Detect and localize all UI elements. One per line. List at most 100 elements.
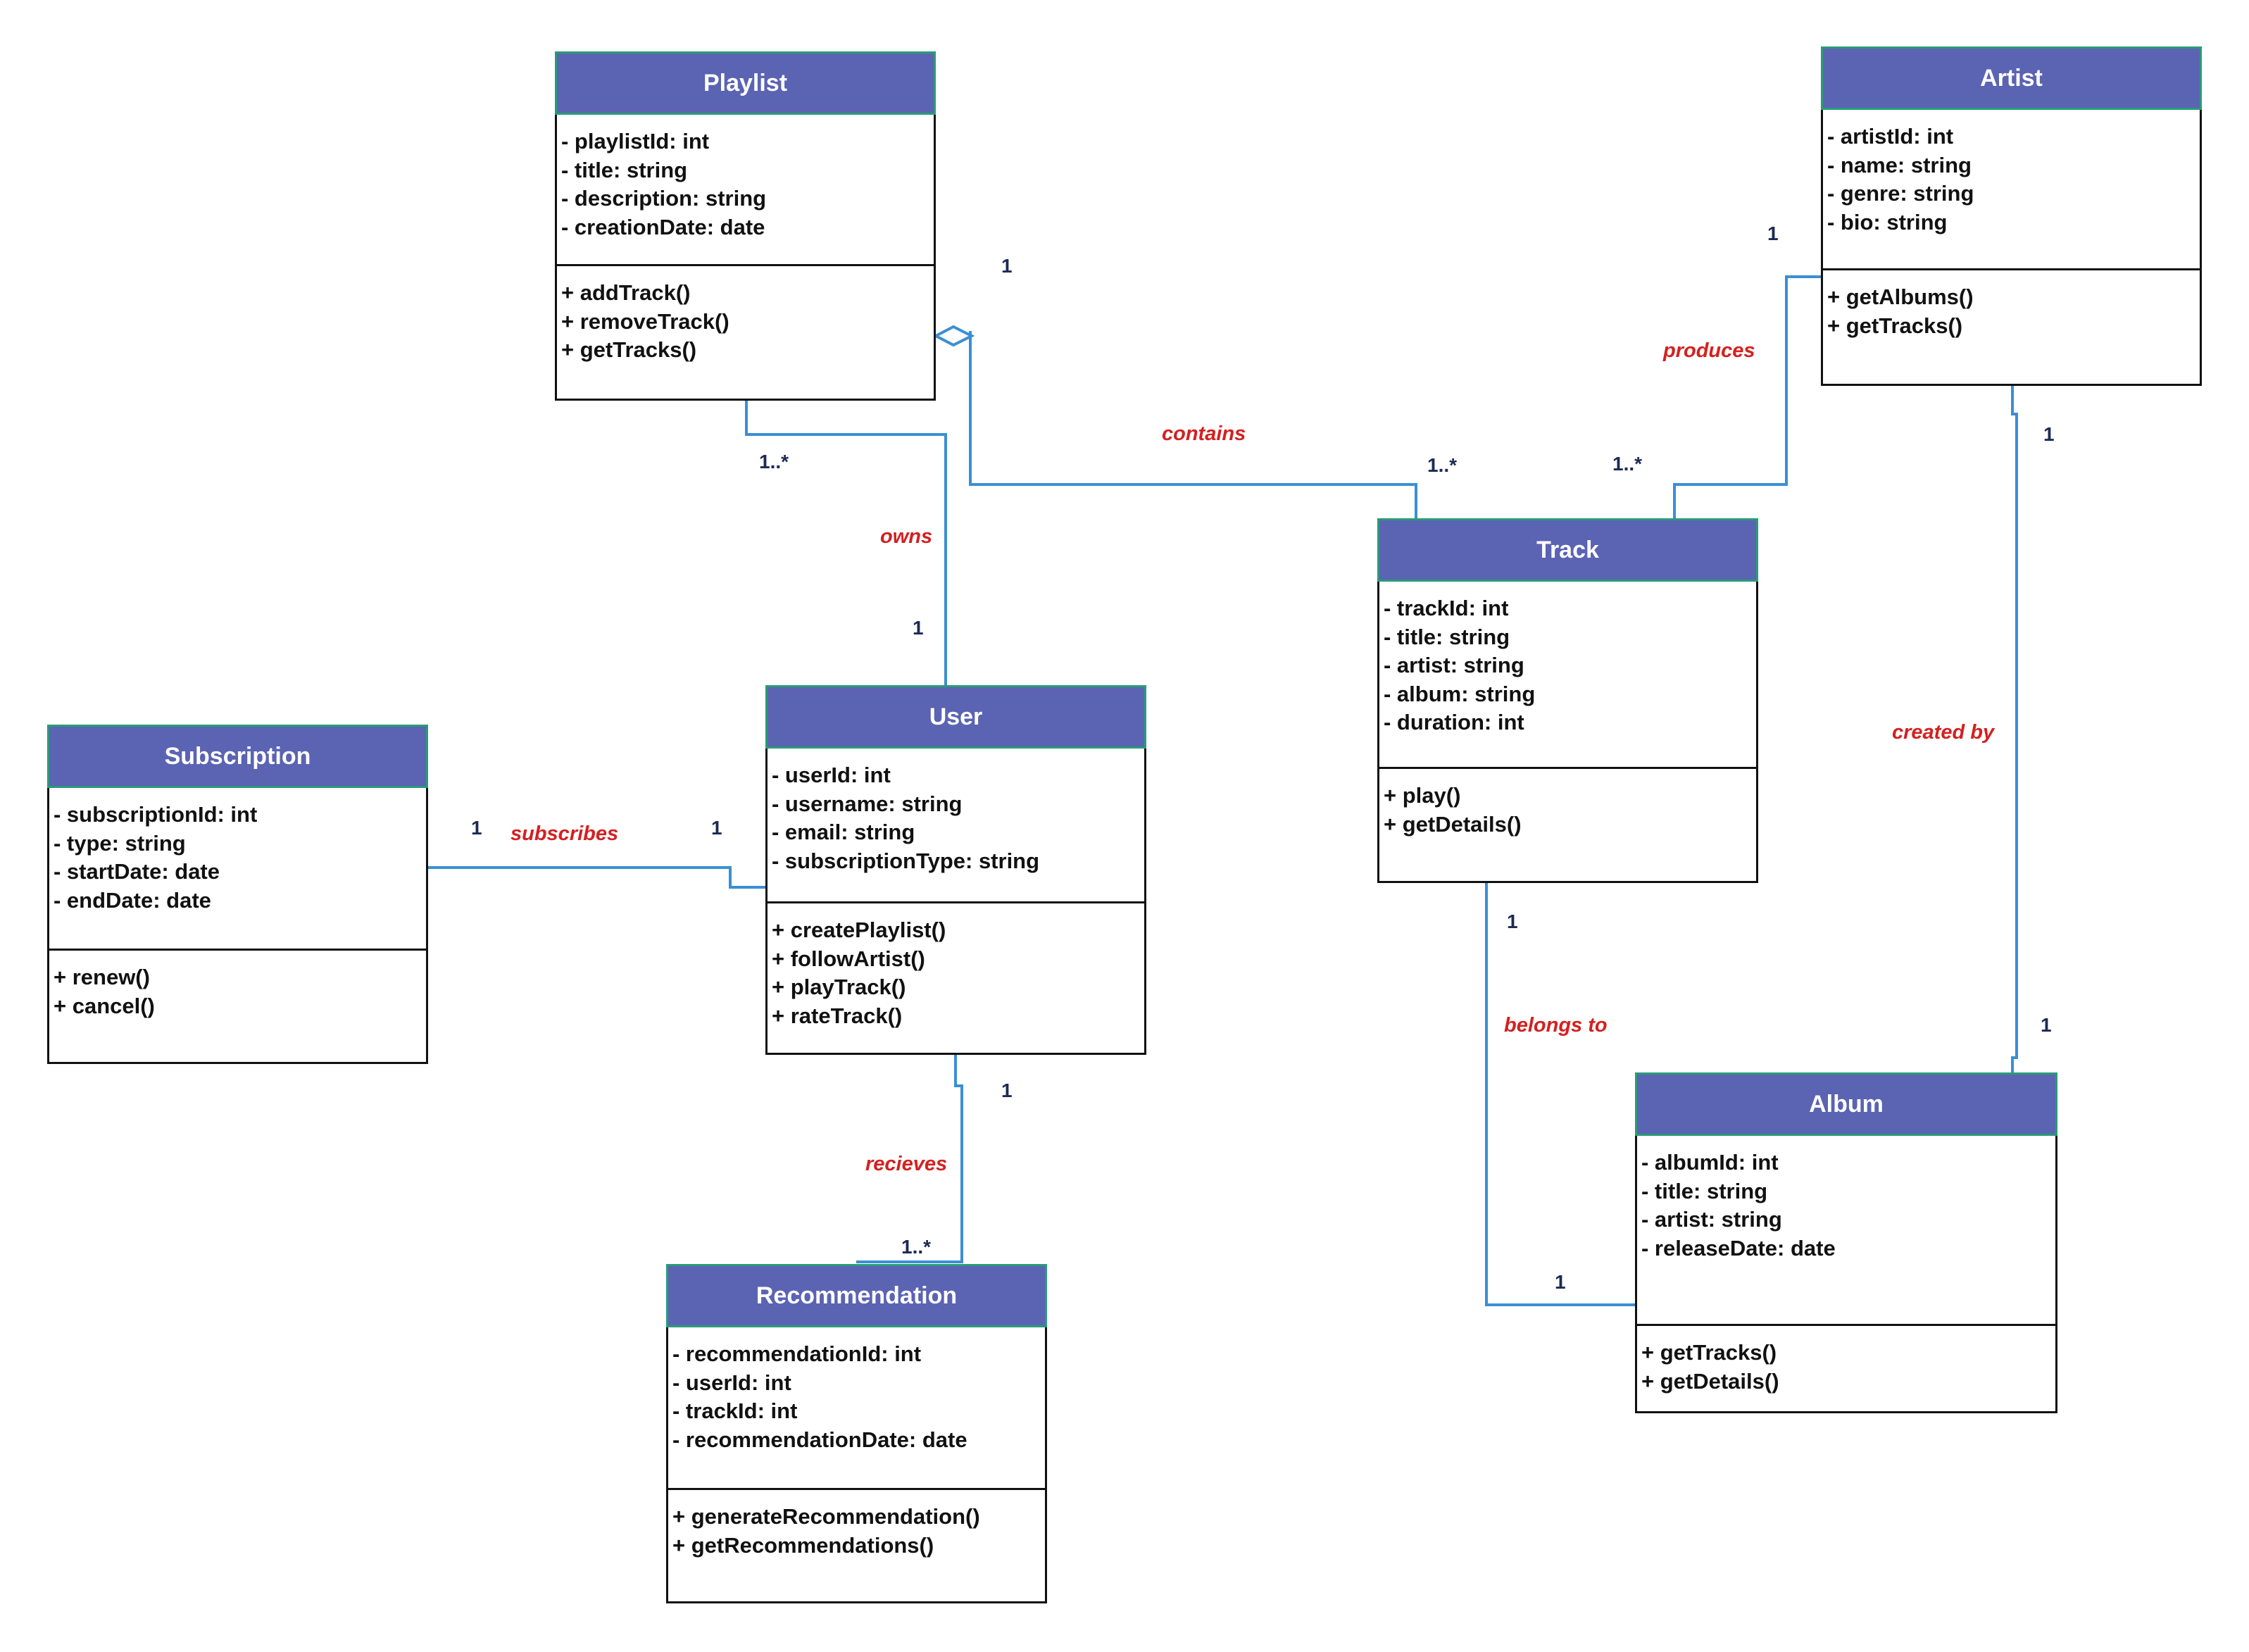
subscribes-multiplicity-subscription: 1 xyxy=(471,817,482,839)
class-playlist[interactable]: Playlist - playlistId: int - title: stri… xyxy=(555,51,936,401)
operation: + play() xyxy=(1384,783,1461,808)
attribute: - creationDate: date xyxy=(561,214,765,239)
attribute: - duration: int xyxy=(1384,710,1524,734)
class-recommendation-operations: + generateRecommendation() + getRecommen… xyxy=(668,1488,1045,1560)
contains-connector xyxy=(969,331,1417,518)
class-album[interactable]: Album - albumId: int - title: string - a… xyxy=(1635,1072,2057,1413)
attribute: - type: string xyxy=(54,830,186,856)
attribute: - startDate: date xyxy=(54,859,220,884)
created-by-multiplicity-artist: 1 xyxy=(2043,423,2055,445)
attribute: - username: string xyxy=(772,791,963,816)
class-playlist-operations: + addTrack() + removeTrack() + getTracks… xyxy=(557,264,934,365)
belongs-to-multiplicity-album: 1 xyxy=(1555,1271,1566,1293)
class-subscription[interactable]: Subscription - subscriptionId: int - typ… xyxy=(47,725,428,1064)
attribute: - subscriptionId: int xyxy=(54,802,258,827)
belongs-to-connector xyxy=(1485,883,1635,1306)
class-track[interactable]: Track - trackId: int - title: string - a… xyxy=(1377,518,1758,883)
operation: + playTrack() xyxy=(772,975,906,999)
class-artist-attributes: - artistId: int - name: string - genre: … xyxy=(1823,110,2200,268)
created-by-connector xyxy=(2011,386,2018,1072)
class-recommendation[interactable]: Recommendation - recommendationId: int -… xyxy=(666,1264,1047,1603)
operation: + getTracks() xyxy=(1641,1340,1777,1365)
class-artist-name: Artist xyxy=(1821,46,2202,110)
owns-multiplicity-user: 1 xyxy=(913,617,924,639)
attribute: - subscriptionType: string xyxy=(772,848,1040,873)
created-by-multiplicity-album: 1 xyxy=(2041,1014,2052,1036)
operation: + addTrack() xyxy=(561,280,691,305)
subscribes-connector xyxy=(428,866,765,889)
operation: + followArtist() xyxy=(772,946,925,971)
operation: + cancel() xyxy=(54,993,155,1018)
owns-label: owns xyxy=(880,525,933,548)
contains-multiplicity-track: 1..* xyxy=(1427,454,1458,476)
produces-multiplicity-artist: 1 xyxy=(1767,223,1779,244)
belongs-to-label: belongs to xyxy=(1504,1014,1608,1037)
attribute: - releaseDate: date xyxy=(1641,1235,1836,1260)
attribute: - artistId: int xyxy=(1827,124,1954,149)
owns-connector xyxy=(745,401,947,685)
attribute: - trackId: int xyxy=(672,1398,798,1423)
subscribes-multiplicity-user: 1 xyxy=(711,817,722,839)
belongs-to-multiplicity-track: 1 xyxy=(1507,911,1518,932)
contains-label: contains xyxy=(1162,423,1246,445)
operation: + renew() xyxy=(54,965,150,989)
created-by-label: created by xyxy=(1892,721,1995,744)
class-recommendation-name: Recommendation xyxy=(666,1264,1047,1327)
class-subscription-operations: + renew() + cancel() xyxy=(49,949,426,1020)
attribute: - bio: string xyxy=(1827,209,1948,234)
class-track-name: Track xyxy=(1377,518,1758,582)
produces-label: produces xyxy=(1663,339,1755,362)
recieves-connector xyxy=(856,1055,963,1263)
class-album-operations: + getTracks() + getDetails() xyxy=(1637,1324,2055,1396)
class-playlist-name: Playlist xyxy=(555,51,936,115)
subscribes-label: subscribes xyxy=(510,822,619,845)
attribute: - genre: string xyxy=(1827,181,1974,206)
recieves-multiplicity-user: 1 xyxy=(1001,1080,1013,1101)
operation: + createPlaylist() xyxy=(772,918,946,942)
attribute: - userId: int xyxy=(772,763,891,787)
produces-multiplicity-track: 1..* xyxy=(1612,453,1643,475)
attribute: - playlistId: int xyxy=(561,129,710,154)
attribute: - title: string xyxy=(1641,1178,1768,1203)
attribute: - artist: string xyxy=(1641,1207,1782,1232)
class-track-operations: + play() + getDetails() xyxy=(1379,767,1756,839)
class-subscription-attributes: - subscriptionId: int - type: string - s… xyxy=(49,788,426,949)
class-playlist-attributes: - playlistId: int - title: string - desc… xyxy=(557,115,934,264)
class-user-operations: + createPlaylist() + followArtist() + pl… xyxy=(768,901,1144,1030)
attribute: - albumId: int xyxy=(1641,1150,1779,1175)
attribute: - email: string xyxy=(772,820,915,844)
owns-multiplicity-playlist: 1..* xyxy=(759,451,789,473)
recieves-multiplicity-recommendation: 1..* xyxy=(901,1236,932,1258)
attribute: - title: string xyxy=(1384,624,1510,649)
operation: + getTracks() xyxy=(1827,313,1963,338)
produces-connector xyxy=(1673,275,1821,518)
operation: + removeTrack() xyxy=(561,308,729,334)
operation: + getTracks() xyxy=(561,337,697,362)
attribute: - endDate: date xyxy=(54,887,211,913)
attribute: - artist: string xyxy=(1384,653,1524,677)
class-track-attributes: - trackId: int - title: string - artist:… xyxy=(1379,582,1756,767)
attribute: - name: string xyxy=(1827,152,1972,177)
attribute: - album: string xyxy=(1384,681,1536,706)
class-artist[interactable]: Artist - artistId: int - name: string - … xyxy=(1821,46,2202,386)
class-artist-operations: + getAlbums() + getTracks() xyxy=(1823,268,2200,340)
operation: + rateTrack() xyxy=(772,1003,903,1028)
aggregation-diamond xyxy=(932,325,975,347)
attribute: - description: string xyxy=(561,186,767,211)
operation: + getAlbums() xyxy=(1827,284,1974,309)
class-album-name: Album xyxy=(1635,1072,2057,1136)
attribute: - recommendationId: int xyxy=(672,1341,922,1366)
class-user-name: User xyxy=(765,685,1146,749)
attribute: - userId: int xyxy=(672,1370,791,1395)
class-recommendation-attributes: - recommendationId: int - userId: int - … xyxy=(668,1327,1045,1488)
class-album-attributes: - albumId: int - title: string - artist:… xyxy=(1637,1136,2055,1324)
contains-multiplicity-playlist: 1 xyxy=(1001,255,1013,277)
class-user[interactable]: User - userId: int - username: string - … xyxy=(765,685,1146,1055)
attribute: - title: string xyxy=(561,157,688,182)
recieves-label: recieves xyxy=(865,1153,948,1175)
attribute: - trackId: int xyxy=(1384,596,1509,620)
attribute: - recommendationDate: date xyxy=(672,1427,967,1452)
class-subscription-name: Subscription xyxy=(47,725,428,788)
operation: + getDetails() xyxy=(1384,811,1522,837)
